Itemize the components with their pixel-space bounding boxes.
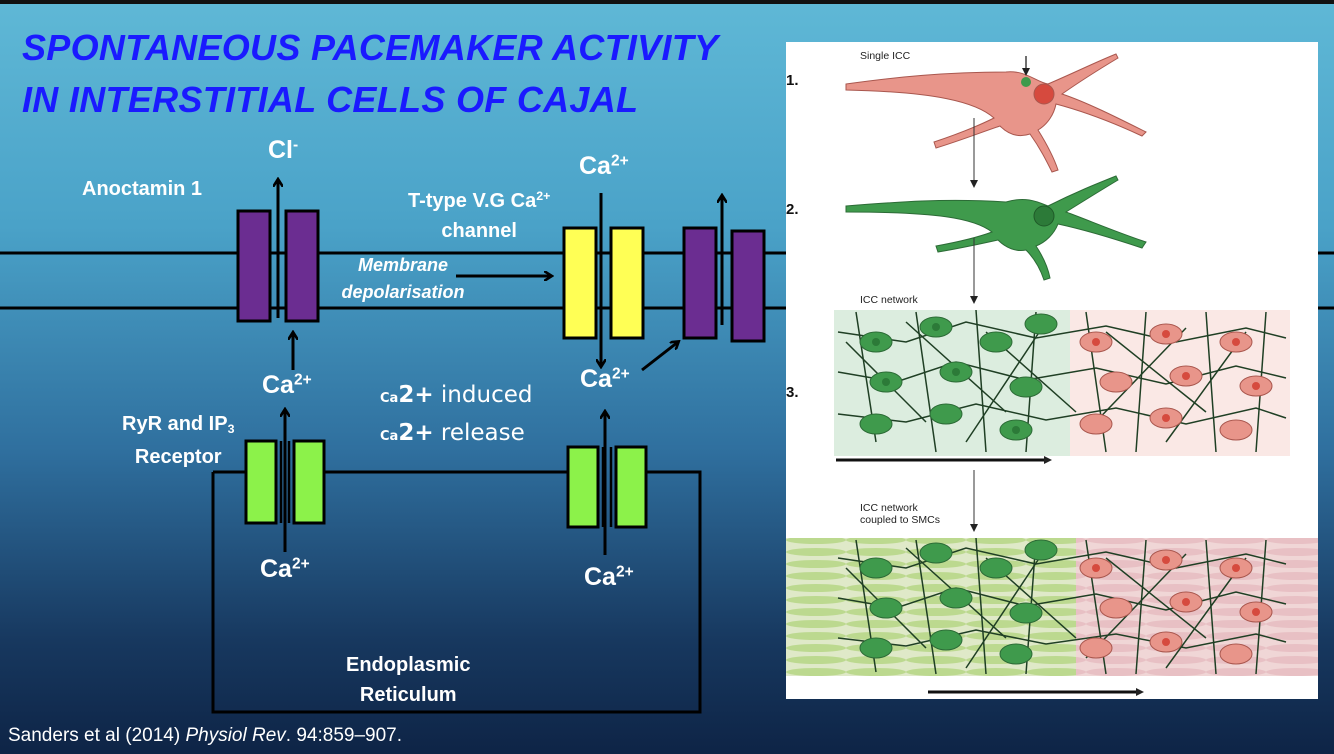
step-4-label: ICC network coupled to SMCs (860, 502, 940, 526)
anoctamin-channel-2-right-subunit (730, 229, 766, 343)
step-3-label: ICC network (860, 294, 918, 306)
er-calcium-label-left: Ca2+ (260, 555, 310, 583)
er-receptor-2-left-subunit (566, 445, 600, 529)
anoctamin-channel-2-left-subunit (682, 226, 718, 340)
activated-icc-cell (845, 175, 1147, 281)
anoctamin-channel-left-subunit (236, 209, 272, 323)
icc-network (834, 309, 1290, 456)
cytosolic-calcium-label-left: Ca2+ (262, 371, 312, 399)
cytosolic-calcium-label-right: Ca2+ (580, 365, 630, 393)
slide-title: SPONTANEOUS PACEMAKER ACTIVITY IN INTERS… (22, 22, 782, 126)
title-line-2: IN INTERSTITIAL CELLS OF CAJAL (22, 79, 639, 120)
icc-figure-panel: 1. Single ICC 2. 3. ICC network ICC netw… (786, 42, 1318, 699)
er-calcium-label-right: Ca2+ (584, 563, 634, 591)
er-receptor-2-right-subunit (614, 445, 648, 529)
single-icc-cell (845, 53, 1147, 173)
ttype-channel-label: T-type V.G Ca2+ channel (408, 189, 551, 242)
icc-smc-network (786, 537, 1318, 676)
ryr-receptor-left-subunit (244, 439, 278, 525)
step-3-number: 3. (786, 384, 799, 401)
citation: Sanders et al (2014) Physiol Rev. 94:859… (8, 725, 402, 746)
icc-figure-illustration (786, 53, 1318, 696)
cicr-label: Ca2+ induced Ca2+ release (380, 382, 533, 446)
chloride-ion-label: Cl- (268, 136, 299, 164)
endoplasmic-reticulum-label: Endoplasmic Reticulum (346, 654, 471, 706)
er-membrane-box (211, 470, 702, 714)
membrane-depolarisation-label: Membrane depolarisation (341, 255, 465, 302)
ttype-calcium-ion-label: Ca2+ (579, 152, 629, 180)
ttype-channel-left-subunit (562, 226, 598, 340)
ca-to-anoctamin-2-arrow (641, 342, 678, 372)
ttype-channel-right-subunit (609, 226, 645, 340)
anoctamin-channel-right-subunit (284, 209, 320, 323)
anoctamin-label: Anoctamin 1 (82, 178, 203, 200)
ryr-ip3-receptor-label: RyR and IP3 Receptor (122, 413, 235, 469)
title-line-1: SPONTANEOUS PACEMAKER ACTIVITY (22, 27, 719, 68)
step-1-number: 1. (786, 72, 799, 89)
step-1-label: Single ICC (860, 50, 911, 62)
ryr-receptor-right-subunit (292, 439, 326, 525)
window-top-bar (0, 0, 1334, 4)
step-2-number: 2. (786, 201, 799, 218)
